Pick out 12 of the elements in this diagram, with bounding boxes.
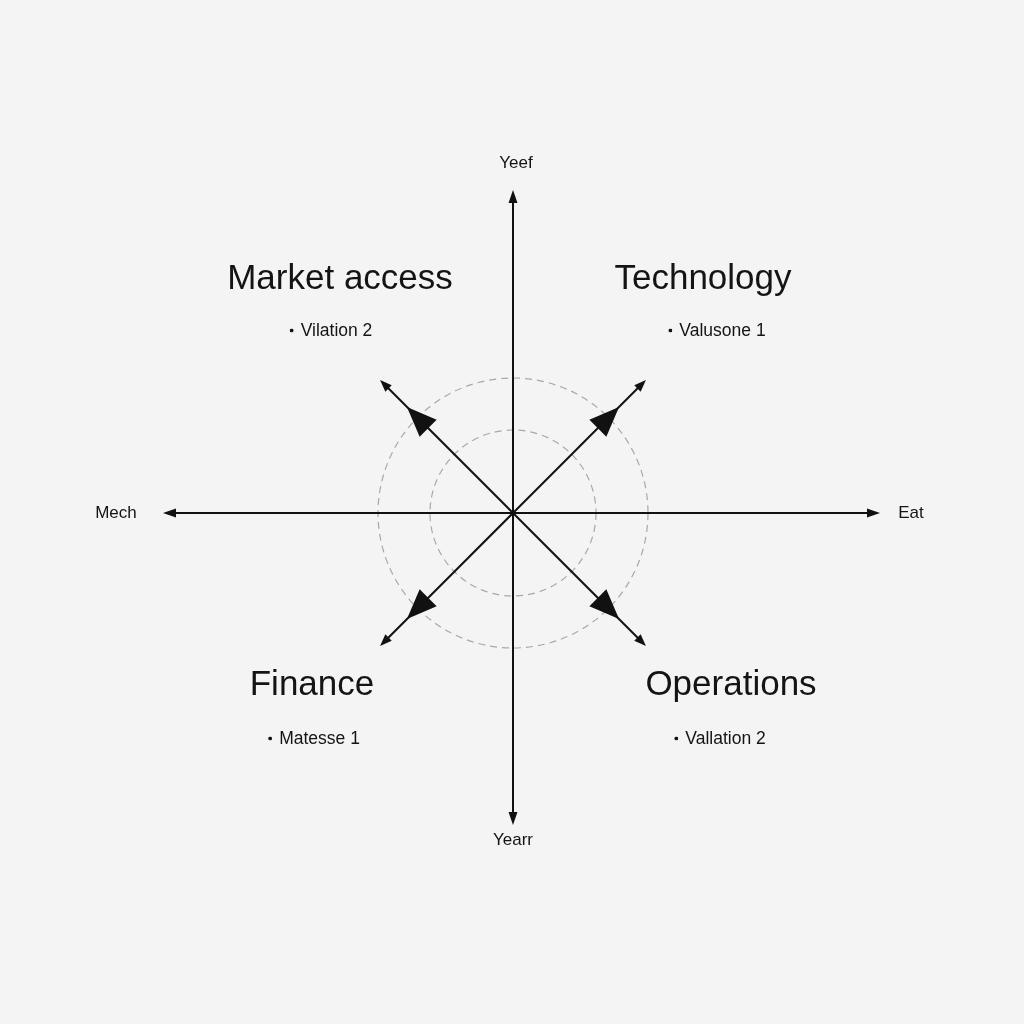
- axis-label: Eat: [898, 502, 924, 524]
- axis-label: Yearr: [493, 829, 533, 851]
- list-item: Vallation 2: [685, 727, 766, 749]
- list-item: Vilation 2: [300, 319, 373, 341]
- quadrant-title: Technology: [614, 256, 792, 298]
- quadrant-title: Operations: [645, 662, 817, 704]
- list-item: Valusone 1: [679, 319, 766, 341]
- axis-label: Yeef: [499, 152, 533, 174]
- axis-label: Mech: [95, 502, 137, 524]
- list-item: Matesse 1: [279, 727, 360, 749]
- quadrant-title: Finance: [249, 662, 375, 704]
- quadrant-title: Market access: [227, 256, 453, 298]
